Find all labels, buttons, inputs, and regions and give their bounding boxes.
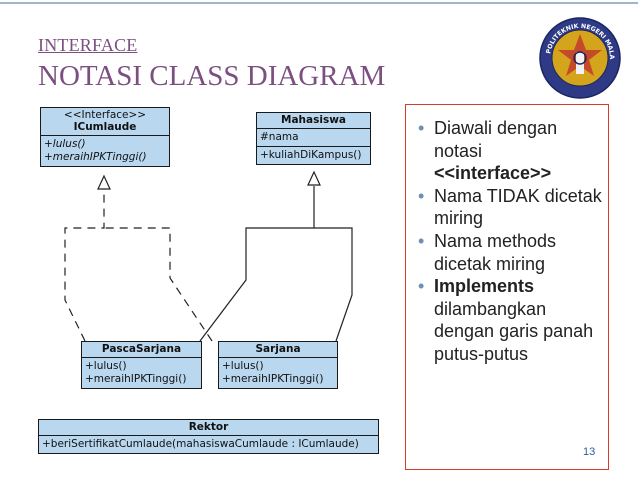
class-pascasarjana: PascaSarjana +lulus() +meraihIPKTinggi() (81, 341, 202, 389)
note-text: Nama TIDAK dicetak miring (434, 185, 602, 229)
notes-list: Diawali dengan notasi<<interface>> Nama … (418, 117, 606, 366)
icumlaude-methods: +lulus() +meraihIPKTinggi() (41, 136, 169, 166)
header-rule (0, 2, 638, 4)
mahasiswa-attributes: #nama (257, 129, 370, 147)
realization-arrowhead (97, 174, 111, 190)
pascasarjana-name: PascaSarjana (101, 343, 182, 355)
pascasarjana-methods: +lulus() +meraihIPKTinggi() (82, 358, 201, 388)
generalization-pascasarjana (199, 186, 315, 342)
realization-pascasarjana (64, 190, 105, 342)
slide-title: NOTASI CLASS DIAGRAM (38, 60, 386, 92)
sarjana-header: Sarjana (219, 342, 337, 358)
class-sarjana: Sarjana +lulus() +meraihIPKTinggi() (218, 341, 338, 389)
note-text: dilambangkan dengan garis panah putus-pu… (434, 298, 594, 364)
pascasarjana-header: PascaSarjana (82, 342, 201, 358)
rektor-method: +beriSertifikatCumlaude(mahasiswaCumlaud… (42, 438, 359, 450)
rektor-methods: +beriSertifikatCumlaude(mahasiswaCumlaud… (39, 436, 378, 453)
mahasiswa-methods: +kuliahDiKampus() (257, 147, 370, 164)
pascasarjana-method: +lulus() (85, 360, 127, 372)
icumlaude-name: ICumlaude (73, 121, 137, 133)
icumlaude-method: +meraihIPKTinggi() (44, 151, 147, 163)
note-item: Nama methods dicetak miring (418, 230, 606, 275)
rektor-name: Rektor (188, 421, 229, 433)
polinema-logo: POLITEKNIK NEGERI MALANG (538, 16, 621, 99)
icumlaude-header: <<Interface>> ICumlaude (41, 108, 169, 136)
generalization-sarjana (314, 227, 353, 342)
sarjana-name: Sarjana (255, 343, 301, 355)
note-strong: Implements (434, 276, 535, 297)
class-icumlaude: <<Interface>> ICumlaude +lulus() +meraih… (40, 107, 170, 167)
class-mahasiswa: Mahasiswa #nama +kuliahDiKampus() (256, 112, 371, 165)
sarjana-method: +lulus() (222, 360, 264, 372)
icumlaude-stereotype: <<Interface>> (63, 109, 147, 121)
slide-subtitle: INTERFACE (38, 35, 138, 55)
note-text: Diawali dengan notasi (434, 118, 558, 161)
note-strong: <<interface>> (434, 163, 552, 184)
generalization-arrowhead (307, 170, 321, 186)
class-rektor: Rektor +beriSertifikatCumlaude(mahasiswa… (38, 419, 379, 454)
note-item: Diawali dengan notasi<<interface>> (418, 117, 606, 185)
sarjana-method: +meraihIPKTinggi() (222, 373, 324, 385)
note-item: Implements dilambangkan dengan garis pan… (418, 275, 606, 365)
page-number: 13 (583, 446, 596, 458)
rektor-header: Rektor (39, 420, 378, 436)
note-item: Nama TIDAK dicetak miring (418, 185, 606, 230)
sarjana-methods: +lulus() +meraihIPKTinggi() (219, 358, 337, 388)
mahasiswa-header: Mahasiswa (257, 113, 370, 129)
mahasiswa-attribute: #nama (260, 131, 299, 143)
pascasarjana-method: +meraihIPKTinggi() (85, 373, 187, 385)
icumlaude-method: +lulus() (44, 138, 86, 150)
notes-callout: Diawali dengan notasi<<interface>> Nama … (405, 104, 609, 470)
realization-sarjana (104, 227, 213, 342)
mahasiswa-method: +kuliahDiKampus() (260, 149, 362, 161)
mahasiswa-name: Mahasiswa (281, 114, 346, 126)
note-text: Nama methods dicetak miring (434, 230, 557, 274)
